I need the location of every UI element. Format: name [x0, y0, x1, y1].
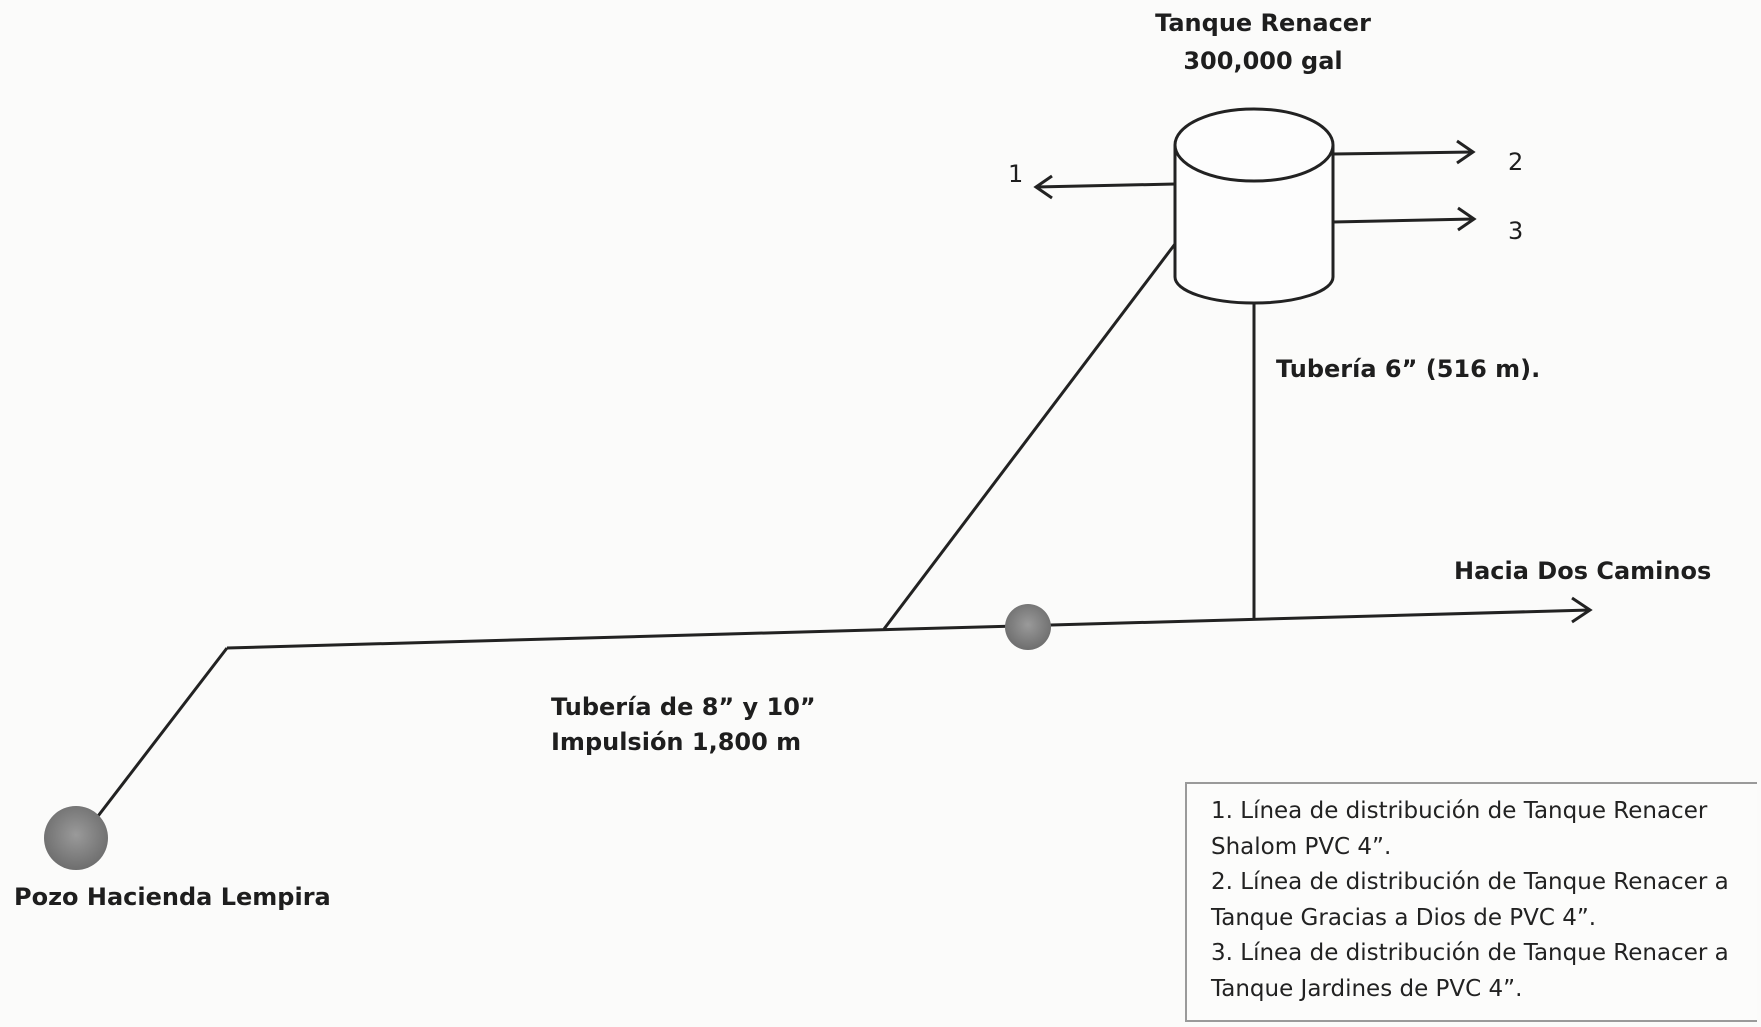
tank-icon	[1173, 107, 1335, 305]
tank-pipe-label: Tubería 6” (516 m).	[1276, 355, 1541, 383]
well-feed-pipe	[93, 647, 229, 821]
outlet-3-label: 3	[1508, 217, 1524, 245]
legend-line: Shalom PVC 4”.	[1211, 833, 1392, 860]
pipe-junction-node	[1005, 604, 1051, 650]
legend-line: Tanque Gracias a Dios de PVC 4”.	[1211, 904, 1597, 931]
outlet-1-pipe	[1035, 182, 1176, 189]
outlet-2-label: 2	[1508, 148, 1524, 176]
destination-label: Hacia Dos Caminos	[1454, 557, 1712, 585]
main-impulsion-pipe	[226, 608, 1591, 650]
outlet-2-arrow-icon	[1456, 139, 1476, 165]
outlet-3-pipe	[1332, 217, 1475, 224]
tank-capacity: 300,000 gal	[1183, 47, 1343, 75]
outlet-1-arrow-icon	[1033, 174, 1053, 200]
well-label: Pozo Hacienda Lempira	[14, 883, 331, 911]
main-pipe-length-label: Impulsión 1,800 m	[551, 728, 802, 756]
destination-arrow-icon	[1571, 596, 1593, 624]
main-pipe-label: Tubería de 8” y 10”	[551, 693, 816, 721]
legend-box: 1. Línea de distribución de Tanque Renac…	[1185, 782, 1757, 1022]
outlet-1-label: 1	[1008, 160, 1024, 188]
outlet-2-pipe	[1332, 150, 1474, 156]
legend-line: 2. Línea de distribución de Tanque Renac…	[1211, 869, 1729, 895]
legend-line: Tanque Jardines de PVC 4”.	[1211, 975, 1523, 1002]
outlet-3-arrow-icon	[1457, 206, 1477, 232]
tank-name: Tanque Renacer	[1155, 9, 1371, 37]
well-node	[44, 806, 108, 870]
legend-line: 3. Línea de distribución de Tanque Renac…	[1211, 940, 1729, 966]
legend-line: 1. Línea de distribución de Tanque Renac…	[1211, 798, 1708, 824]
diagonal-pipe-to-tank	[882, 243, 1177, 630]
